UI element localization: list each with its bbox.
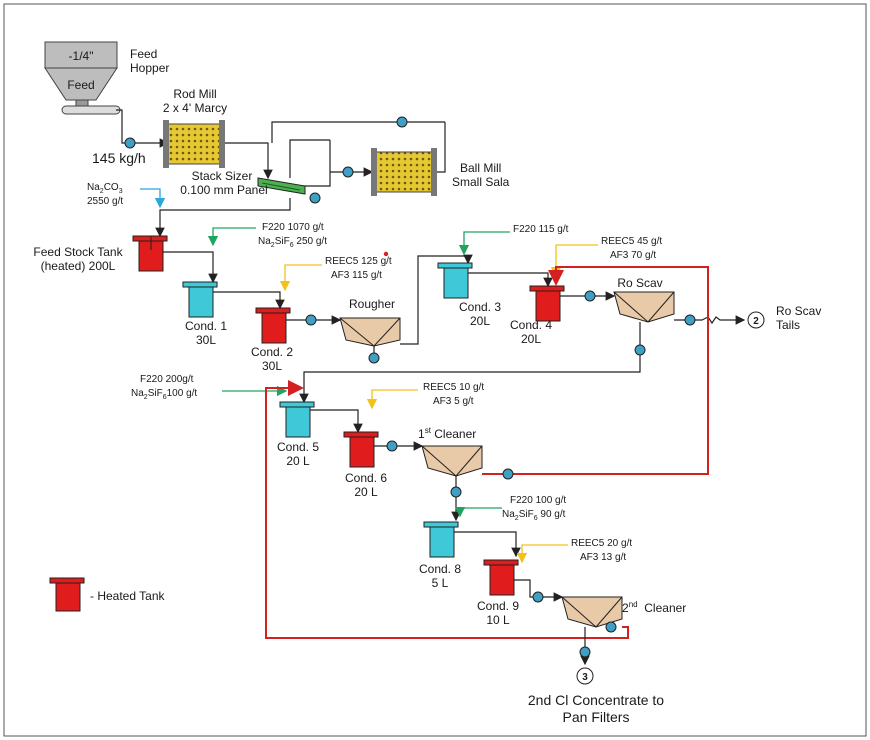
cond9-label-1: Cond. 9	[477, 599, 519, 613]
pump-icon	[305, 314, 317, 326]
cond4-reagent-2: AF3 70 g/t	[610, 250, 656, 261]
ball-mill	[371, 148, 437, 196]
cond-3-tank	[437, 262, 473, 299]
cond8-reagent-2: Na2SiF6 90 g/t	[502, 509, 566, 522]
rod-mill	[163, 120, 225, 168]
cond-9-tank	[483, 559, 519, 596]
cond-5-tank	[279, 401, 315, 438]
pump-icon	[309, 192, 321, 204]
pump-icon	[396, 116, 408, 128]
ro-scav-cell	[613, 291, 675, 323]
cond3-label-2: 20L	[470, 314, 490, 328]
first-cleaner-cell	[421, 445, 483, 477]
cond5-label-1: Cond. 5	[277, 440, 319, 454]
rougher-label: Rougher	[349, 297, 395, 311]
cond6-reagent-2: AF3 5 g/t	[433, 396, 474, 407]
cleaner1-label: 1st Cleaner	[418, 426, 476, 441]
ball-mill-label-1: Ball Mill	[460, 161, 501, 175]
legend-label: - Heated Tank	[90, 589, 165, 603]
cond5-label-2: 20 L	[286, 454, 310, 468]
cond2-reagent-2: AF3 115 g/t	[331, 270, 382, 281]
cond8-label-1: Cond. 8	[419, 562, 461, 576]
stream-3-marker	[576, 667, 594, 685]
pump-icon	[605, 621, 617, 633]
pump-icon	[579, 646, 591, 658]
cond6-label-1: Cond. 6	[345, 471, 387, 485]
cond1-reagent-2: Na2SiF6 250 g/t	[258, 236, 327, 249]
cond5-reagent-2: Na2SiF6100 g/t	[131, 388, 197, 401]
cond-4-tank	[529, 285, 565, 322]
cond8-label-2: 5 L	[432, 576, 449, 590]
cond-8-tank	[423, 521, 459, 558]
rougher-cell	[339, 317, 401, 347]
feed-hopper	[44, 41, 121, 115]
stream-3-label-1: 2nd Cl Concentrate to	[528, 692, 664, 708]
cleaner2-label: 2nd Cleaner	[622, 600, 686, 615]
cond-6-tank	[343, 431, 379, 468]
cond4-reagent-1: REEC5 45 g/t	[601, 236, 662, 247]
pump-icon	[684, 314, 696, 326]
rod-mill-label-1: Rod Mill	[173, 87, 216, 101]
feed-pump-icon	[124, 137, 136, 149]
cond3-label-1: Cond. 3	[459, 300, 501, 314]
feed-size-label: -1/4"	[69, 49, 94, 63]
pump-icon	[386, 440, 398, 452]
feed-stock-tank-label-2: (heated) 200L	[41, 259, 116, 273]
cond3-reagent-1: F220 115 g/t	[513, 224, 569, 235]
feed-stock-tank-label-1: Feed Stock Tank	[33, 245, 123, 259]
cond6-reagent-1: REEC5 10 g/t	[423, 382, 484, 393]
ro-scav-label: Ro Scav	[617, 276, 662, 290]
legend-heated-tank-icon	[49, 577, 85, 612]
sizer-label-2: 0.100 mm Panel	[180, 183, 267, 197]
ball-mill-label-2: Small Sala	[452, 175, 510, 189]
cond2-label-1: Cond. 2	[251, 345, 293, 359]
stack-sizer	[257, 177, 306, 195]
cond6-label-2: 20 L	[354, 485, 378, 499]
cond4-label-1: Cond. 4	[510, 318, 552, 332]
pump-icon	[450, 486, 462, 498]
feed-rate-label: 145 kg/h	[92, 150, 146, 166]
stream-2-label-1: Ro Scav	[776, 304, 821, 318]
cond-1-tank	[182, 281, 218, 318]
cond1-label-2: 30L	[196, 333, 216, 347]
feed-hopper-label-2: Hopper	[130, 61, 169, 75]
stream-2-marker	[747, 311, 765, 329]
stream-3-label-2: Pan Filters	[563, 709, 630, 725]
cond1-label-1: Cond. 1	[185, 319, 227, 333]
cond1-reagent-1: F220 1070 g/t	[262, 222, 324, 233]
cond9-reagent-2: AF3 13 g/t	[580, 552, 626, 563]
diagram-frame	[3, 3, 867, 737]
pump-icon	[502, 468, 514, 480]
cond8-reagent-1: F220 100 g/t	[510, 495, 566, 506]
pump-icon	[532, 591, 544, 603]
cond4-label-2: 20L	[521, 332, 541, 346]
cond2-reagent-1: REEC5 125 g/t	[325, 256, 392, 267]
second-cleaner-cell	[561, 596, 623, 628]
stream-2-label-2: Tails	[776, 318, 800, 332]
pump-icon	[584, 290, 596, 302]
feed-hopper-label-1: Feed	[130, 47, 157, 61]
marker-dot-icon	[383, 251, 389, 257]
cond9-reagent-1: REEC5 20 g/t	[571, 538, 632, 549]
cond-2-tank	[255, 307, 291, 344]
pump-icon	[634, 344, 646, 356]
na2co3-formula: Na2CO3	[87, 182, 123, 195]
pump-icon	[342, 166, 354, 178]
na2co3-dose: 2550 g/t	[87, 196, 123, 207]
rod-mill-label-2: 2 x 4' Marcy	[163, 101, 227, 115]
pump-icon	[368, 352, 380, 364]
stream-2-number: 2	[753, 316, 759, 327]
cond9-label-2: 10 L	[486, 613, 510, 627]
sizer-label-1: Stack Sizer	[192, 169, 253, 183]
stream-3-number: 3	[582, 672, 588, 683]
cond5-reagent-1: F220 200g/t	[140, 374, 194, 385]
feed-stock-tank	[132, 235, 168, 272]
feed-label: Feed	[67, 78, 94, 92]
cond2-label-2: 30L	[262, 359, 282, 373]
